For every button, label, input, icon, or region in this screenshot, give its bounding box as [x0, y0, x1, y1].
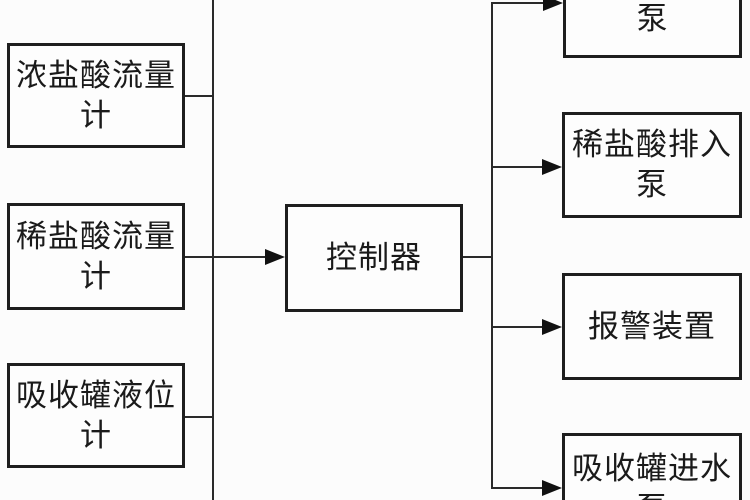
right-bus-line [491, 2, 493, 489]
node-concentrated-hcl-flowmeter: 浓盐酸流量 计 [7, 43, 185, 148]
arrowhead-icon [542, 319, 562, 335]
edge-bus-to-inlet-pump [491, 487, 543, 489]
edge-controller-to-bus [463, 256, 492, 258]
edge-sensor1-to-bus [185, 95, 213, 97]
node-absorption-tank-level-gauge: 吸收罐液位 计 [7, 363, 185, 468]
arrowhead-icon [542, 480, 562, 496]
left-bus-line [212, 0, 214, 500]
arrowhead-icon [543, 0, 563, 11]
node-dilute-hcl-flowmeter: 稀盐酸流量 计 [7, 203, 185, 310]
edge-sensor3-to-bus [185, 416, 213, 418]
node-absorption-tank-water-inlet-pump: 吸收罐进水 泵 [562, 433, 742, 500]
node-controller: 控制器 [285, 204, 463, 312]
arrowhead-icon [542, 159, 562, 175]
edge-bus-to-alarm [491, 326, 543, 328]
node-dilute-hcl-discharge-pump: 稀盐酸排入 泵 [562, 112, 742, 218]
node-alarm-device: 报警装置 [562, 273, 742, 380]
edge-bus-to-controller [213, 256, 267, 258]
edge-sensor2-to-bus [185, 256, 213, 258]
arrowhead-icon [265, 249, 285, 265]
edge-bus-to-pump [491, 2, 545, 4]
edge-bus-to-discharge-pump [491, 166, 543, 168]
node-pump-top-clipped: 泵 [563, 0, 742, 58]
